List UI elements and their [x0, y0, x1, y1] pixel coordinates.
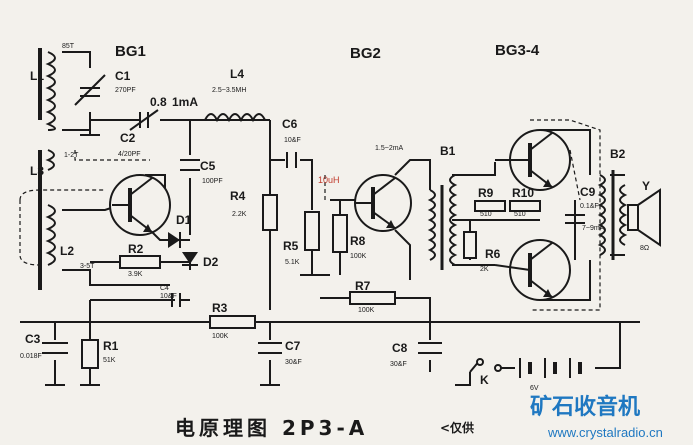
- label-r3: R3: [212, 301, 228, 315]
- label-r4: R4: [230, 189, 246, 203]
- diodes: [168, 232, 198, 266]
- label-r3-value: 100K: [212, 333, 229, 340]
- watermark: 矿石收音机 www.crystalradio.cn: [530, 394, 663, 440]
- r1-body: [81, 339, 99, 369]
- label-d1: D1: [176, 213, 192, 227]
- label-r2: R2: [128, 242, 144, 256]
- label-b2: B2: [610, 147, 626, 161]
- label-d2: D2: [203, 255, 219, 269]
- label-l1-spec: 85T: [62, 43, 75, 50]
- label-bg1: BG1: [115, 43, 146, 60]
- label-c8: C8: [392, 341, 408, 355]
- label-c1: C1: [115, 69, 131, 83]
- label-c3: C3: [25, 332, 41, 346]
- r10-body: [509, 200, 541, 212]
- label-b1: B1: [440, 144, 456, 158]
- capacitors: [42, 74, 585, 354]
- title-note: <仅供: [440, 420, 474, 435]
- label-current-out: 7~9mA: [582, 225, 605, 232]
- transistor-bg1: [109, 174, 171, 236]
- r2-body: [119, 255, 161, 269]
- label-r1: R1: [103, 339, 119, 353]
- label-c4-value: 10&F: [160, 293, 177, 300]
- label-c7-value: 30&F: [285, 359, 302, 366]
- label-l3-spec: 1-2T: [64, 152, 79, 159]
- label-r10-value: 510: [514, 211, 526, 218]
- label-l2-spec: 3-5T: [80, 263, 95, 270]
- inductors: [45, 51, 628, 270]
- label-r5: R5: [283, 239, 299, 253]
- label-r8: R8: [350, 234, 366, 248]
- label-l4-value: 2.5~3.5MH: [212, 87, 246, 94]
- transistor-bg4: [494, 239, 571, 301]
- label-bg2: BG2: [350, 45, 381, 62]
- resistors: [81, 194, 541, 369]
- label-c1-value: 270PF: [115, 87, 136, 94]
- r4-body: [262, 194, 278, 231]
- label-speaker: Y: [642, 179, 650, 193]
- label-current-bg1: 0.8: [150, 95, 167, 109]
- label-c8-value: 30&F: [390, 361, 407, 368]
- r8-body: [332, 214, 348, 253]
- label-c6-value: 10&F: [284, 137, 301, 144]
- label-c5-value: 100PF: [202, 178, 223, 185]
- label-r8-value: 100K: [350, 253, 367, 260]
- label-l4: L4: [230, 67, 244, 81]
- label-current-1ma: 1mA: [172, 95, 198, 109]
- speaker: [627, 188, 661, 247]
- diagram-title: 电原理图 2P3-A: [175, 416, 368, 440]
- label-handwritten: 10uH: [318, 175, 340, 185]
- label-r9-value: 510: [480, 211, 492, 218]
- label-r2-value: 3.9K: [128, 271, 143, 278]
- transistors: [109, 129, 571, 301]
- label-c3-value: 0.018F: [20, 353, 42, 360]
- label-c2: C2: [120, 131, 136, 145]
- label-r4-value: 2.2K: [232, 211, 247, 218]
- label-r6: R6: [485, 247, 501, 261]
- label-switch: K: [480, 373, 489, 387]
- label-bg34: BG3-4: [495, 42, 540, 59]
- label-c5: C5: [200, 159, 216, 173]
- label-r6-value: 2K: [480, 266, 489, 273]
- label-c4: C4: [160, 285, 169, 292]
- r9-body: [474, 200, 506, 212]
- label-l2: L2: [60, 244, 74, 258]
- transistor-bg3: [495, 129, 571, 191]
- label-c9: C9: [580, 185, 596, 199]
- label-r1-value: 51K: [103, 357, 116, 364]
- watermark-url: www.crystalradio.cn: [547, 425, 663, 440]
- r5-body: [304, 211, 320, 251]
- r3-body: [209, 315, 256, 329]
- label-r7: R7: [355, 279, 371, 293]
- r7-body: [349, 291, 396, 305]
- label-c9-value: 0.1&F: [580, 203, 599, 210]
- label-c6: C6: [282, 117, 298, 131]
- label-speaker-value: 8Ω: [640, 245, 649, 252]
- ground-symbols: [45, 134, 470, 386]
- label-l3: L3: [30, 164, 44, 178]
- label-battery: 6V: [530, 385, 539, 392]
- label-c2-value: 4/20PF: [118, 151, 141, 158]
- label-r9: R9: [478, 186, 494, 200]
- labels: BG1 BG2 BG3-4 L1 85T L3 1-2T L2 3-5T C1 …: [20, 42, 650, 392]
- label-r7-value: 100K: [358, 307, 375, 314]
- battery: [519, 358, 582, 378]
- label-r5-value: 5.1K: [285, 259, 300, 266]
- watermark-name: 矿石收音机: [530, 394, 640, 420]
- label-l1: L1: [30, 69, 44, 83]
- label-current-bg2: 1.5~2mA: [375, 145, 404, 152]
- transistor-bg2: [354, 174, 412, 232]
- r6-body: [463, 231, 477, 259]
- switch-k: [476, 358, 502, 372]
- label-r10: R10: [512, 186, 534, 200]
- label-c7: C7: [285, 339, 301, 353]
